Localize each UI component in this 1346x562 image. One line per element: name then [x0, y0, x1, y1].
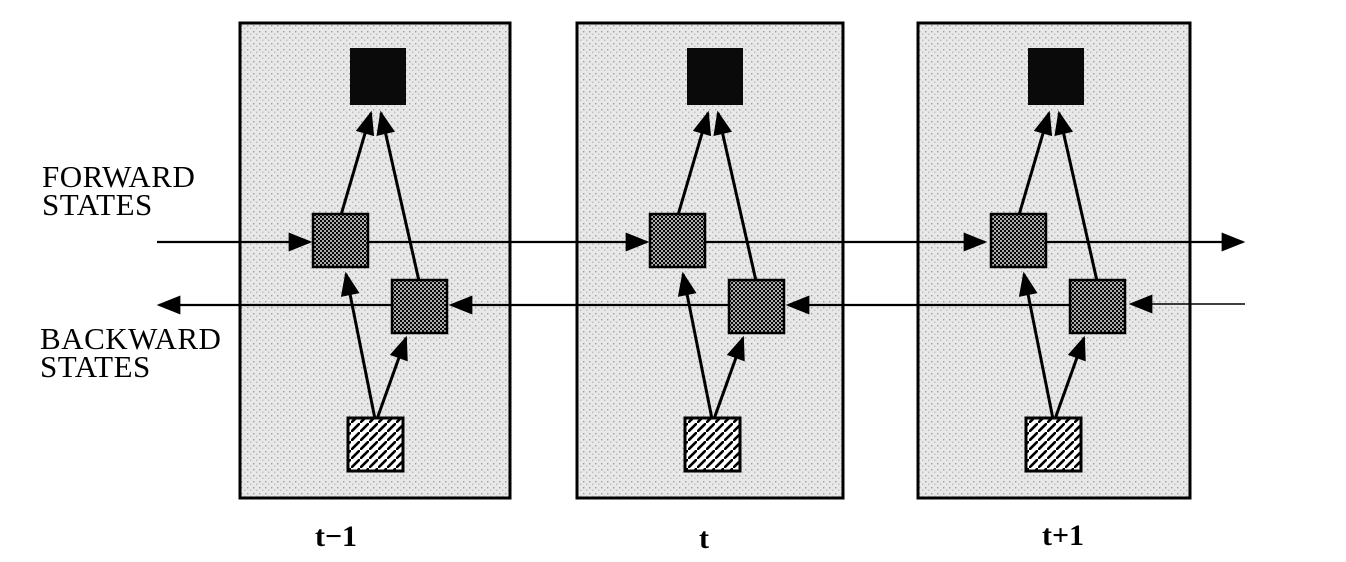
- forward-to-output-arrow: [1017, 110, 1053, 216]
- backward-state-node: [1068, 278, 1127, 335]
- labels-layer: FORWARD STATES BACKWARD STATES t−1 t t+1: [40, 159, 1084, 555]
- input-to-forward-arrow: [1018, 271, 1055, 420]
- forward-states-label-line1: FORWARD: [42, 159, 195, 194]
- output-node: [1028, 48, 1084, 105]
- backward-to-output-arrow: [713, 110, 758, 282]
- panel-nodes-t-plus-1: [989, 48, 1127, 473]
- forward-state-node: [311, 212, 370, 269]
- input-to-forward-arrow: [340, 271, 377, 420]
- timestep-label-t-minus-1: t−1: [315, 520, 357, 553]
- timestep-label-t: t: [699, 522, 709, 555]
- forward-to-output-arrow: [339, 110, 375, 216]
- backward-states-label-line2: STATES: [40, 349, 151, 384]
- input-node: [346, 416, 405, 473]
- timestep-label-t-plus-1: t+1: [1042, 519, 1084, 552]
- backward-states-label-line1: BACKWARD: [40, 321, 221, 356]
- forward-states-label-line2: STATES: [42, 187, 153, 222]
- forward-state-node: [989, 212, 1048, 269]
- output-node: [687, 48, 743, 105]
- backward-state-node: [390, 278, 449, 335]
- input-node: [683, 416, 742, 473]
- input-to-backward-arrow: [375, 335, 408, 420]
- backward-to-output-arrow: [376, 110, 421, 282]
- forward-state-node: [648, 212, 707, 269]
- forward-to-output-arrow: [676, 110, 712, 216]
- panel-nodes-t: [648, 48, 786, 473]
- backward-to-output-arrow: [1054, 110, 1099, 282]
- input-to-forward-arrow: [677, 271, 714, 420]
- input-to-backward-arrow: [1053, 335, 1086, 420]
- input-node: [1024, 416, 1083, 473]
- output-node: [350, 48, 406, 105]
- panel-nodes-t-minus-1: [311, 48, 449, 473]
- backward-state-node: [727, 278, 786, 335]
- input-to-backward-arrow: [712, 335, 745, 420]
